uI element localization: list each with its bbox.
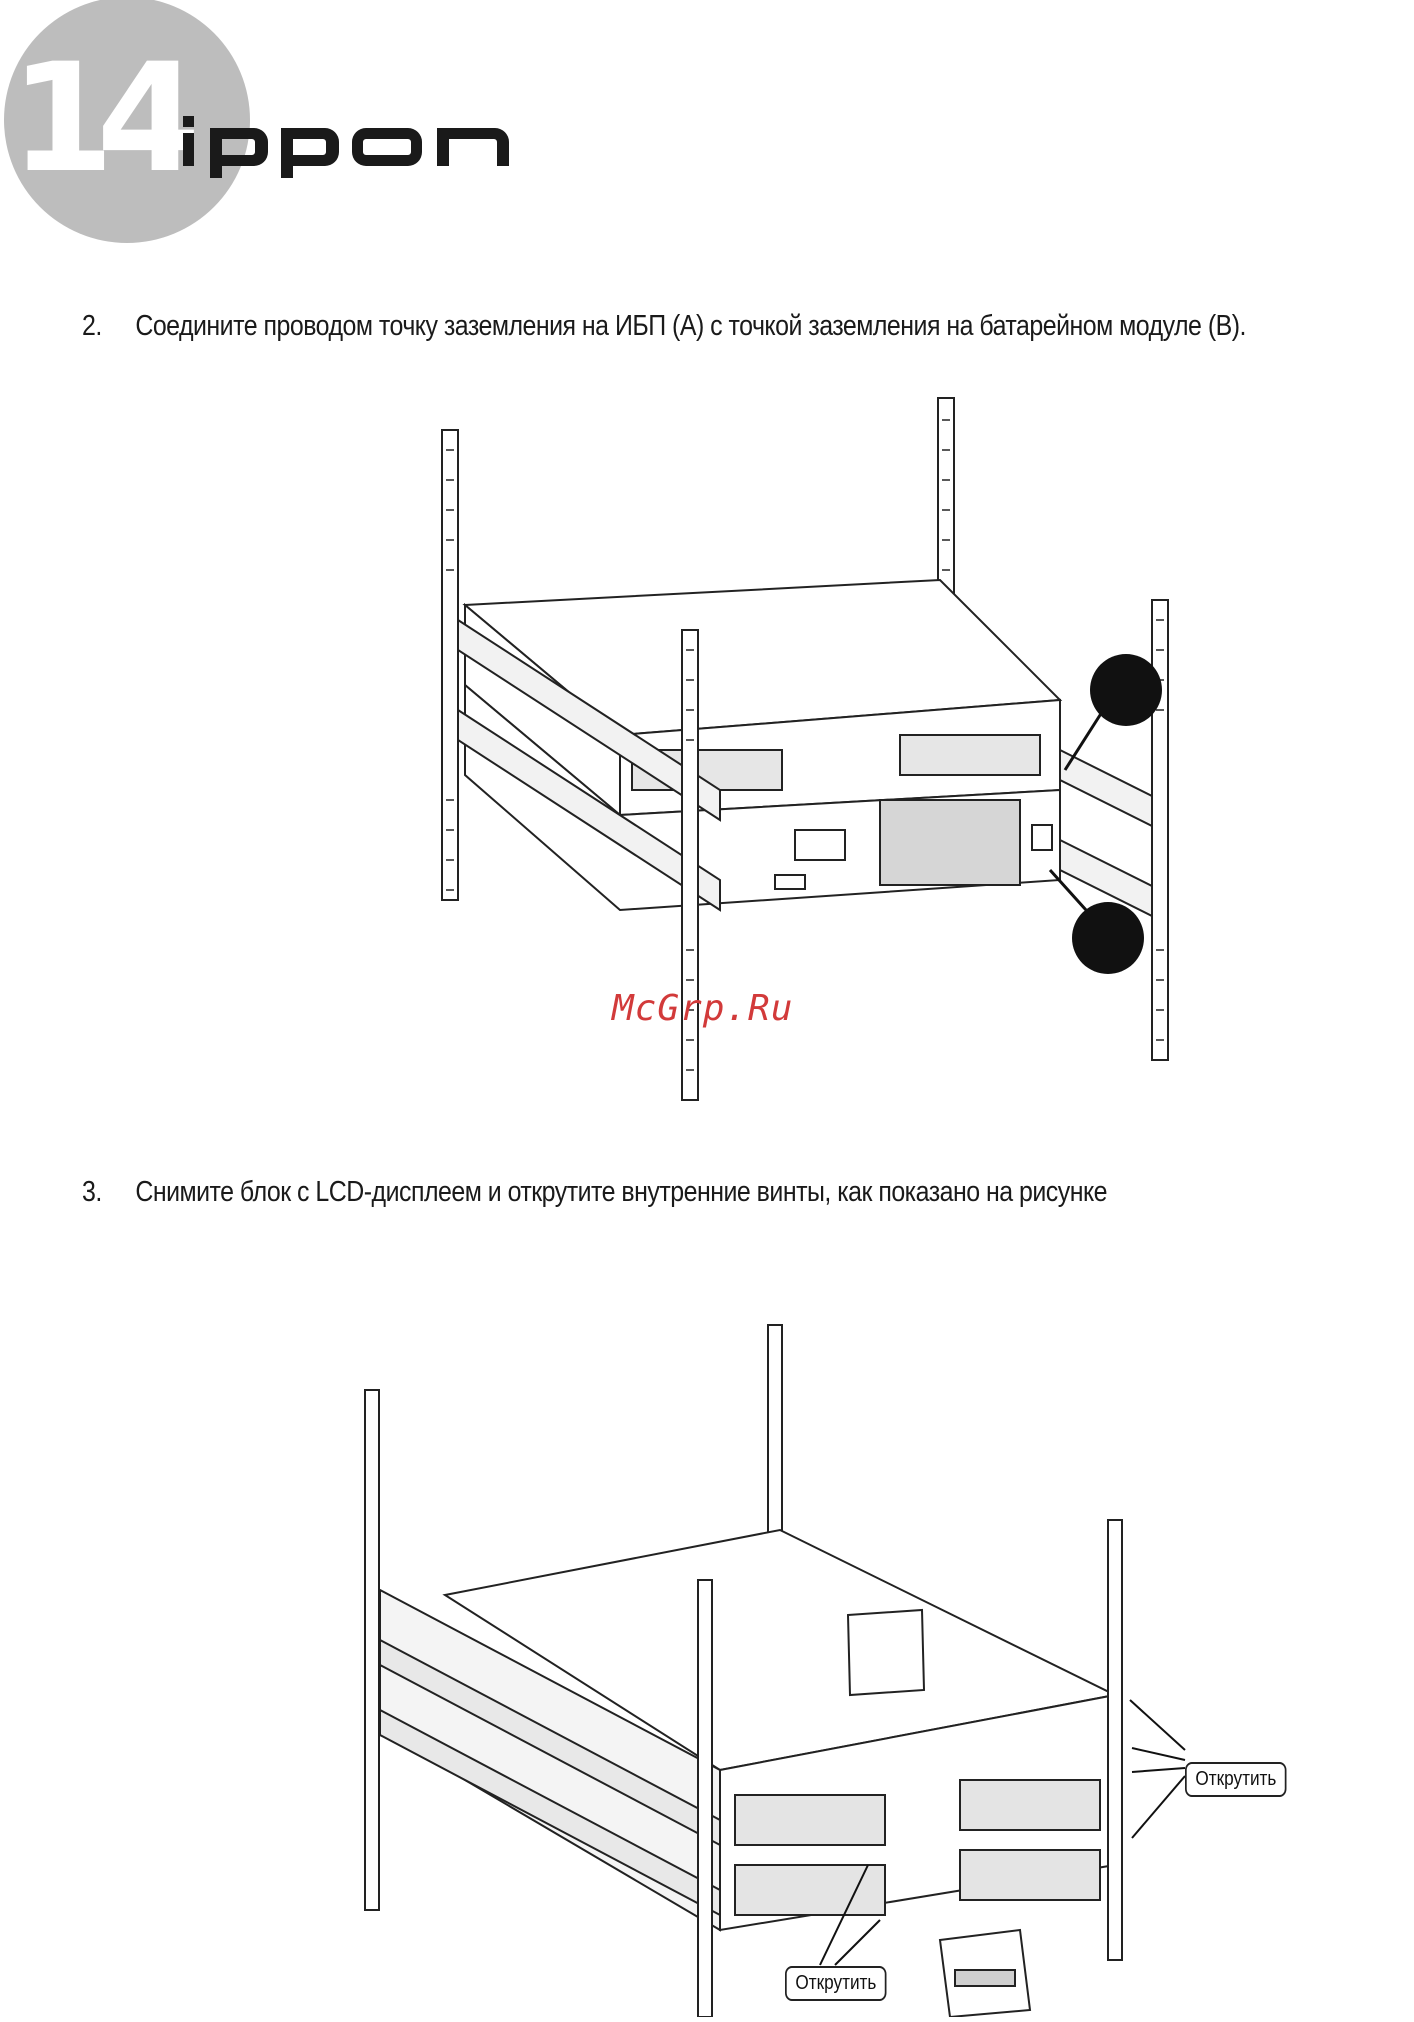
figure-remove-lcd-block [340, 1320, 1330, 2017]
step-number: 3. [82, 1176, 135, 1209]
rack-ups-front-illustration [340, 1320, 1330, 2017]
step-number: 2. [82, 310, 135, 343]
header-logo: 14 ippon [0, 0, 560, 250]
step-3: 3.Снимите блок с LCD-дисплеем и открутит… [82, 1176, 1107, 1209]
rack-post-left-back [365, 1390, 379, 1910]
brand-logo-graphic: 14 ippon [0, 0, 560, 250]
rack-post-left-front [698, 1580, 712, 2017]
figure-grounding-connection [420, 390, 1210, 1110]
watermark: McGrp.Ru [612, 988, 793, 1029]
page-number: 14 [10, 32, 194, 206]
rack-post-left-front [682, 630, 698, 1100]
step-text: Снимите блок с LCD-дисплеем и открутите … [135, 1176, 1107, 1208]
rack-post-right-front [1108, 1520, 1122, 1960]
rack-ups-illustration [420, 390, 1210, 1110]
step-text: Соедините проводом точку заземления на И… [135, 310, 1246, 342]
callout-unscrew-bottom: Открутить [785, 1966, 887, 2001]
rack-post-right-back [938, 398, 954, 608]
grounding-marker-b [1072, 902, 1144, 974]
callout-unscrew-right: Открутить [1185, 1762, 1287, 1797]
lcd-module [848, 1610, 924, 1695]
step-2: 2.Соедините проводом точку заземления на… [82, 310, 1246, 343]
